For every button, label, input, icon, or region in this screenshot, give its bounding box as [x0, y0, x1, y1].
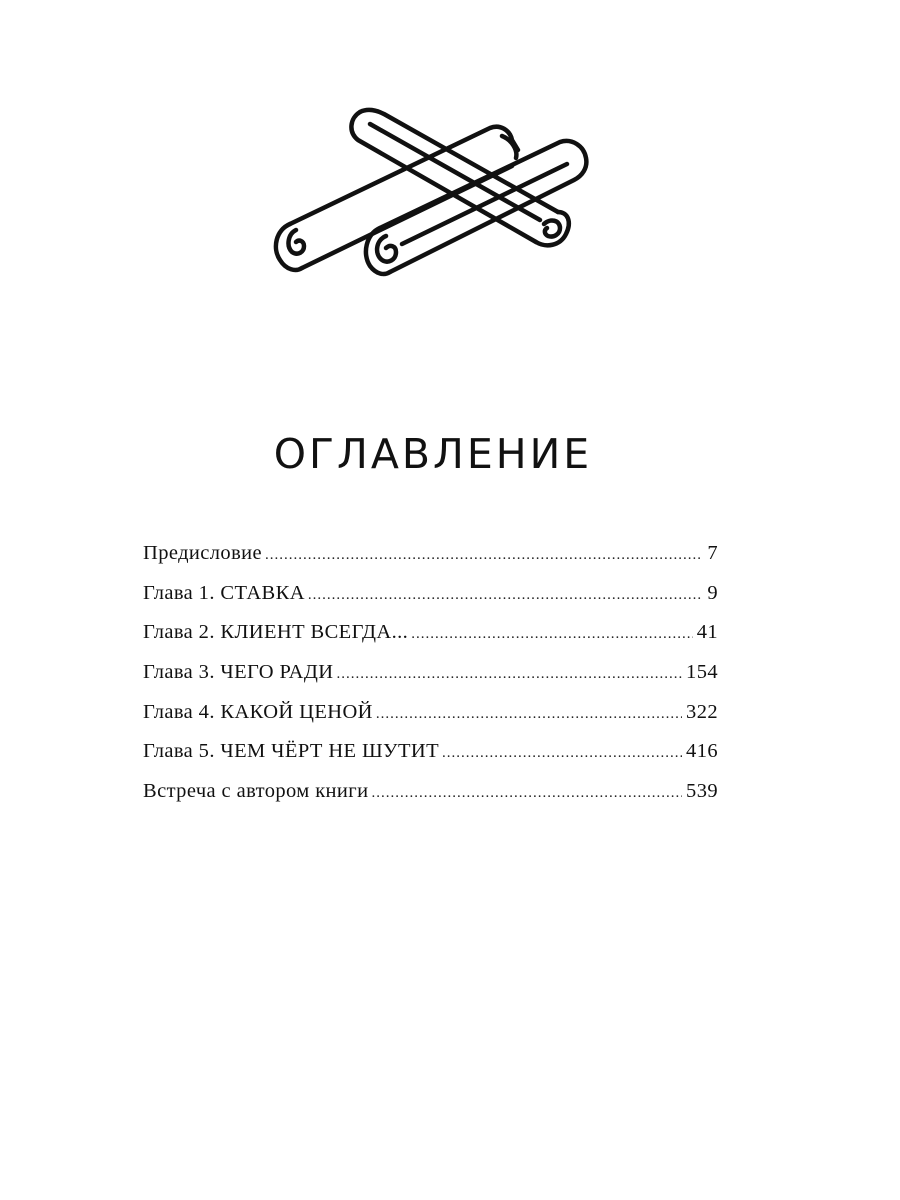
dot-leader — [411, 626, 692, 643]
toc-entry-page: 416 — [686, 740, 718, 763]
dot-leader — [376, 706, 682, 723]
toc-entry-title: Предисловие — [143, 542, 263, 564]
toc-entry[interactable]: Глава 4. КАКОЙ ЦЕНОЙ 322 — [143, 701, 718, 741]
dot-leader — [442, 745, 682, 762]
toc-entry-title: Глава 5. ЧЕМ ЧЁРТ НЕ ШУТИТ — [143, 740, 440, 763]
dot-leader — [308, 587, 703, 604]
toc-entry[interactable]: Предисловие 7 — [143, 542, 718, 582]
toc-entry-page: 9 — [707, 581, 718, 604]
cinnamon-sticks-icon — [262, 96, 602, 286]
toc-entry[interactable]: Глава 3. ЧЕГО РАДИ 154 — [143, 661, 718, 701]
toc-entry-title: Встреча с автором книги — [143, 780, 369, 803]
dot-leader — [371, 785, 682, 802]
toc-entry-page: 154 — [686, 661, 718, 684]
toc-entry-page: 7 — [707, 542, 718, 564]
toc-entry[interactable]: Глава 1. СТАВКА 9 — [143, 582, 718, 622]
toc-entry[interactable]: Глава 5. ЧЕМ ЧЁРТ НЕ ШУТИТ 416 — [143, 740, 718, 780]
toc-entry-title: Глава 2. КЛИЕНТ ВСЕГДА... — [143, 621, 409, 644]
toc-entry-page: 539 — [686, 780, 718, 803]
toc-entry-title: Глава 3. ЧЕГО РАДИ — [143, 661, 334, 684]
table-of-contents: Предисловие 7 Глава 1. СТАВКА 9 Глава 2.… — [143, 542, 718, 820]
toc-entry[interactable]: Глава 2. КЛИЕНТ ВСЕГДА... 41 — [143, 621, 718, 661]
page-title: ОГЛАВЛЕНИЕ — [273, 430, 593, 478]
dot-leader — [265, 547, 703, 564]
toc-entry-title: Глава 1. СТАВКА — [143, 581, 305, 604]
dot-leader — [336, 666, 682, 683]
toc-entry-page: 322 — [686, 700, 718, 723]
toc-entry-page: 41 — [696, 621, 718, 644]
toc-entry[interactable]: Встреча с автором книги 539 — [143, 780, 718, 820]
toc-entry-title: Глава 4. КАКОЙ ЦЕНОЙ — [143, 700, 373, 723]
